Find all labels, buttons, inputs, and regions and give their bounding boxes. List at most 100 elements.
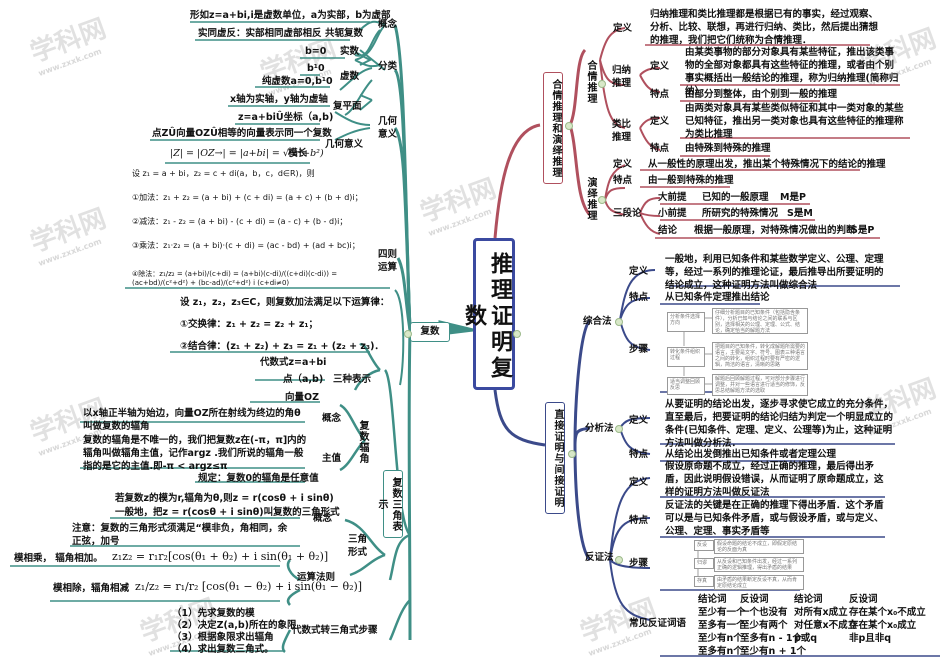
arith-divide: ④除法：z₁/z₂ = (a+bi)/(c+di) = (a+bi)(c-di)… (132, 270, 338, 287)
table-cell: 对任意x不成立 (794, 620, 858, 631)
node-proof[interactable]: 直接证明与间接证明 (545, 402, 565, 514)
node-trig-form[interactable]: 三角形式 (348, 534, 368, 558)
node-analytic-feature[interactable]: 特点 (629, 449, 649, 460)
node-plausible-reasoning[interactable]: 合情推理 (585, 60, 596, 104)
step-desc-box: 由矛盾的结果断定反设不真，从而肯定原结论成立 (714, 575, 804, 590)
step-title-box: 转化条件组织过程 (667, 347, 705, 367)
minor-premise-form: S是M (787, 208, 813, 219)
step-desc-box: 仔细分析题目的已知条件（包括隐含条件），分析已知与结论之间的联系与区别，选择相关… (712, 308, 808, 334)
trig-multiply-formula: z₁z₂ = r₁r₂[cos(θ₁ + θ₂) + i sin(θ₁ + θ₂… (112, 550, 329, 563)
convert-step: （3）根据象限求出辐角 (172, 632, 274, 643)
node-synthetic-feature[interactable]: 特点 (629, 292, 649, 303)
node-reasoning[interactable]: 合情推理和演绎推理 (543, 72, 563, 184)
node-common-words[interactable]: 常见反证词语 (629, 618, 687, 629)
node-trig-form-concept[interactable]: 概念 (313, 513, 333, 524)
collapse-toggle[interactable] (598, 80, 606, 88)
node-deductive-reasoning[interactable]: 演绎推理 (585, 177, 596, 221)
node-convert-steps[interactable]: 代数式转三角式步骤 (292, 625, 378, 636)
convert-step: （2）决定Z(a,b)所在的象限 (172, 620, 297, 631)
collapse-toggle[interactable] (513, 330, 521, 338)
analytic-def-text: 从要证明的结论出发，逐步寻求使它成立的充分条件，直至最后，把要证明的结论归结为判… (665, 399, 894, 449)
step-desc-box: 把题目的已知条件，转化成解题所需要的语言，主要是文字、符号、图表三种语言之间的转… (712, 342, 808, 370)
node-conjugate[interactable]: 共轭复数 (325, 28, 364, 39)
node-three-forms[interactable]: 三种表示 (333, 374, 372, 385)
node-analogy[interactable]: 类比推理 (612, 119, 632, 143)
minor-premise-text: 所研究的特殊情况 (702, 208, 779, 219)
node-synthetic-steps[interactable]: 步骤 (629, 344, 649, 355)
collapse-toggle[interactable] (598, 196, 606, 204)
node-contradiction[interactable]: 反证法 (585, 552, 614, 563)
step-desc-box: 从反设和已知条件出发，经过一系列正确的逻辑推理，得出矛盾的结果 (714, 557, 804, 572)
node-major-premise[interactable]: 大前提 (658, 192, 687, 203)
table-cell: 至少有两个 (740, 620, 788, 631)
node-deductive-feature[interactable]: 特点 (613, 175, 633, 186)
node-analogy-feature[interactable]: 特点 (650, 143, 670, 154)
node-deductive-def[interactable]: 定义 (613, 159, 633, 170)
node-induction[interactable]: 归纳推理 (612, 65, 632, 89)
node-imaginary[interactable]: 虚数 (340, 71, 360, 82)
node-geometric-meaning[interactable]: 几何意义 (325, 139, 364, 150)
principal-value-text: 复数的辐角是不唯一的，我们把复数z在(-π，π]内的辐角叫做辐角主值，记作arg… (83, 435, 307, 472)
node-synthetic-def[interactable]: 定义 (629, 266, 649, 277)
node-contradiction-steps[interactable]: 步骤 (629, 558, 649, 569)
trig-divide-formula: z₁/z₂ = r₁/r₂ [cos(θ₁ − θ₂) + i sin(θ₁ −… (135, 580, 363, 593)
table-cell: 一个也没有 (740, 607, 788, 618)
form-algebraic: 代数式z=a+bi (260, 357, 327, 368)
node-modulus[interactable]: 模长 (288, 148, 308, 159)
table-cell: 至多有n个 (698, 646, 743, 657)
convert-step: （4）求出复数三角式。 (172, 644, 274, 655)
node-contradiction-feature[interactable]: 特点 (629, 515, 649, 526)
node-geometry[interactable]: 几何意义 (378, 116, 398, 140)
node-analogy-def[interactable]: 定义 (650, 116, 670, 127)
collapse-toggle[interactable] (404, 330, 412, 338)
node-arithmetic[interactable]: 四则运算 (378, 249, 398, 273)
node-synthetic[interactable]: 综合法 (583, 316, 612, 327)
node-concept[interactable]: 概念 (378, 19, 398, 30)
conclusion-form: S是P (851, 225, 875, 236)
node-arg-concept[interactable]: 概念 (322, 413, 342, 424)
trig-divide-text: 模相除，辐角相减 (53, 583, 130, 594)
real-condition: b=0 (305, 46, 327, 57)
node-classify[interactable]: 分类 (378, 61, 398, 72)
node-complex-plane[interactable]: 复平面 (333, 101, 362, 112)
node-induction-def[interactable]: 定义 (650, 61, 670, 72)
node-real[interactable]: 实数 (340, 46, 360, 57)
collapse-toggle[interactable] (615, 556, 623, 564)
collapse-toggle[interactable] (615, 425, 623, 433)
node-analytic-def[interactable]: 定义 (629, 415, 649, 426)
table-header: 反设词 (849, 594, 878, 605)
node-analytic[interactable]: 分析法 (585, 423, 614, 434)
node-operation-rules[interactable]: 运算法则 (297, 572, 336, 583)
synthetic-def-text: 一般地，利用已知条件和某些数学定义、公理、定理等，经过一系列的推理论证，最后推导… (665, 254, 884, 291)
node-syllogism[interactable]: 三段论 (613, 208, 642, 219)
node-plausible-def[interactable]: 定义 (613, 23, 633, 34)
node-principal-value[interactable]: 主值 (322, 453, 342, 464)
contradiction-feature-text: 反证法的关键是在正确的推理下得出矛盾．这个矛盾可以是与已知条件矛盾，或与假设矛盾… (665, 500, 884, 537)
step-title-box: 归谬 (694, 558, 714, 569)
collapse-toggle[interactable] (565, 122, 573, 130)
node-argument[interactable]: 复数辐角 (357, 420, 368, 464)
collapse-toggle[interactable] (568, 450, 576, 458)
arith-setup: 设 z₁ = a + bi，z₂ = c + di(a，b，c，d∈R)，则 (132, 169, 315, 178)
node-conclusion[interactable]: 结论 (658, 225, 678, 236)
arg-concept-text: 以x轴正半轴为始边，向量OZ所在射线为终边的角θ叫做复数的辐角 (83, 408, 301, 432)
conclusion-text: 根据一般原理，对特殊情况做出的判断 (694, 225, 856, 236)
node-minor-premise[interactable]: 小前提 (658, 208, 687, 219)
node-contradiction-def[interactable]: 定义 (629, 477, 649, 488)
plane-coordinate: z=a+biÛ坐标（a,b) (238, 112, 334, 123)
imaginary-condition: b¹0 (307, 63, 325, 74)
table-header: 结论词 (794, 594, 823, 605)
table-cell: 至少有n + 1个 (740, 646, 806, 657)
central-topic[interactable]: 推理证明复数 (461, 238, 515, 390)
convert-step: （1）先求复数的模 (172, 608, 255, 619)
table-cell: 至少有n个 (698, 633, 743, 644)
table-header: 反设词 (740, 594, 769, 605)
contradiction-def-text: 假设原命题不成立，经过正确的推理，最后得出矛盾，因此说明假设错误，从而证明了原命… (665, 461, 884, 498)
node-induction-feature[interactable]: 特点 (650, 89, 670, 100)
laws-setup: 设 z₁，z₂，z₃∈C，则复数加法满足以下运算律： (180, 297, 390, 308)
arg-zero-rule: 规定：复数0的辐角是任意值 (198, 473, 319, 484)
form-point: 点（a,b) (283, 374, 324, 385)
collapse-toggle[interactable] (615, 318, 623, 326)
node-trig-representation[interactable]: 复数三角表示 (376, 470, 403, 538)
node-complex[interactable]: 复数 (410, 322, 450, 342)
